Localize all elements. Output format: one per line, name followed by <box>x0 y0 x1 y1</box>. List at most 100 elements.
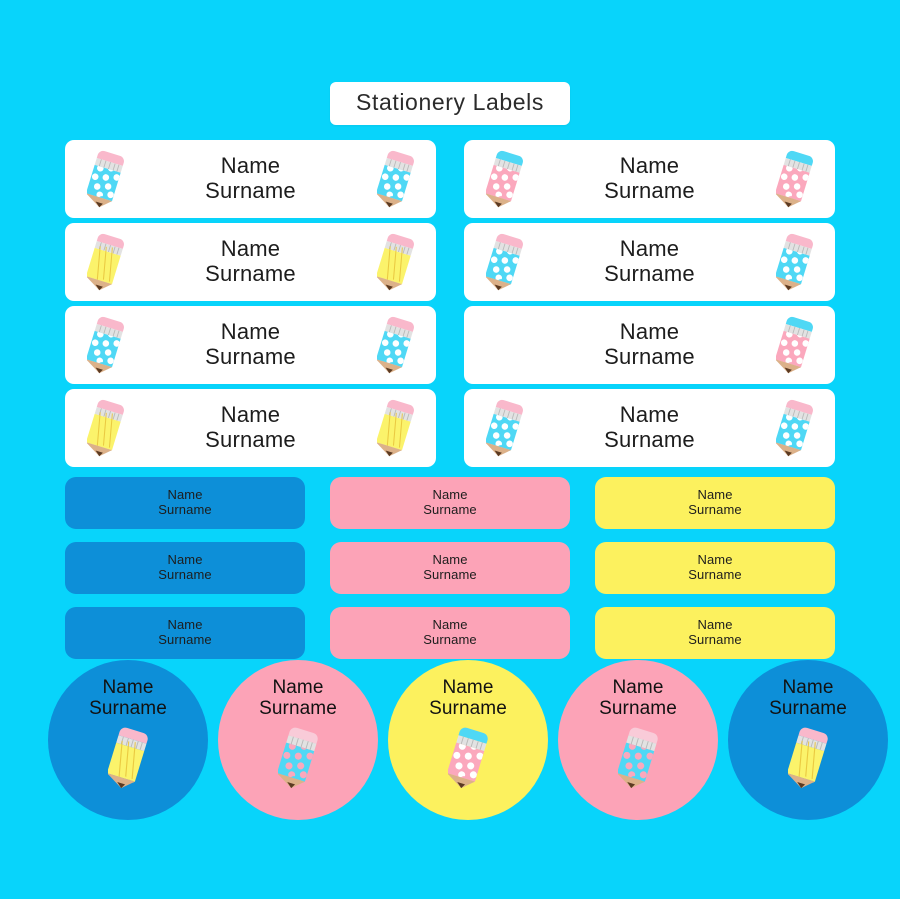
pencil-icon <box>486 149 523 208</box>
name-line-2: Surname <box>259 697 337 719</box>
pencil-icon <box>377 149 414 208</box>
name-line-1: Name <box>612 677 664 698</box>
name-line-2: Surname <box>688 567 742 582</box>
pencil-icon <box>776 232 813 291</box>
pencil-icon <box>87 149 124 208</box>
name-line-2: Surname <box>604 261 695 286</box>
pencil-icon <box>377 398 414 457</box>
pencil-icon <box>87 398 124 457</box>
name-line-1: Name <box>432 487 468 503</box>
name-line-2: Surname <box>769 697 847 719</box>
name-line-1: Name <box>619 236 680 262</box>
pencil-icon <box>108 726 148 790</box>
name-line-1: Name <box>167 617 203 633</box>
name-line-2: Surname <box>604 427 695 452</box>
title-box: Stationery Labels <box>330 82 570 125</box>
name-line-1: Name <box>220 319 281 345</box>
name-line-1: Name <box>167 552 203 568</box>
name-line-1: Name <box>272 677 324 698</box>
name-line-1: Name <box>220 402 281 428</box>
name-line-2: Surname <box>205 344 296 369</box>
name-line-2: Surname <box>158 502 212 517</box>
name-line-1: Name <box>220 236 281 262</box>
name-line-2: Surname <box>205 178 296 203</box>
pencil-icon <box>486 398 523 457</box>
name-line-2: Surname <box>429 697 507 719</box>
name-line-1: Name <box>432 617 468 633</box>
pencil-icon <box>377 232 414 291</box>
pencil-icon <box>87 232 124 291</box>
name-line-2: Surname <box>205 261 296 286</box>
pencil-icon <box>788 726 828 790</box>
name-line-2: Surname <box>205 427 296 452</box>
name-line-2: Surname <box>688 632 742 647</box>
pencil-icon <box>486 232 523 291</box>
name-line-1: Name <box>697 487 733 503</box>
name-line-1: Name <box>697 552 733 568</box>
pencil-icon <box>618 726 658 790</box>
name-line-1: Name <box>442 677 494 698</box>
name-line-2: Surname <box>89 697 167 719</box>
name-line-2: Surname <box>423 502 477 517</box>
pencil-icon <box>377 315 414 374</box>
name-line-1: Name <box>782 677 834 698</box>
name-line-2: Surname <box>158 567 212 582</box>
name-line-1: Name <box>220 153 281 179</box>
name-line-2: Surname <box>688 502 742 517</box>
name-line-2: Surname <box>158 632 212 647</box>
name-line-1: Name <box>432 552 468 568</box>
pencil-icon <box>448 726 488 790</box>
pencil-icon <box>776 315 813 374</box>
pencil-icon <box>776 149 813 208</box>
name-line-2: Surname <box>423 567 477 582</box>
name-line-1: Name <box>102 677 154 698</box>
pencil-icon <box>776 398 813 457</box>
name-line-2: Surname <box>423 632 477 647</box>
